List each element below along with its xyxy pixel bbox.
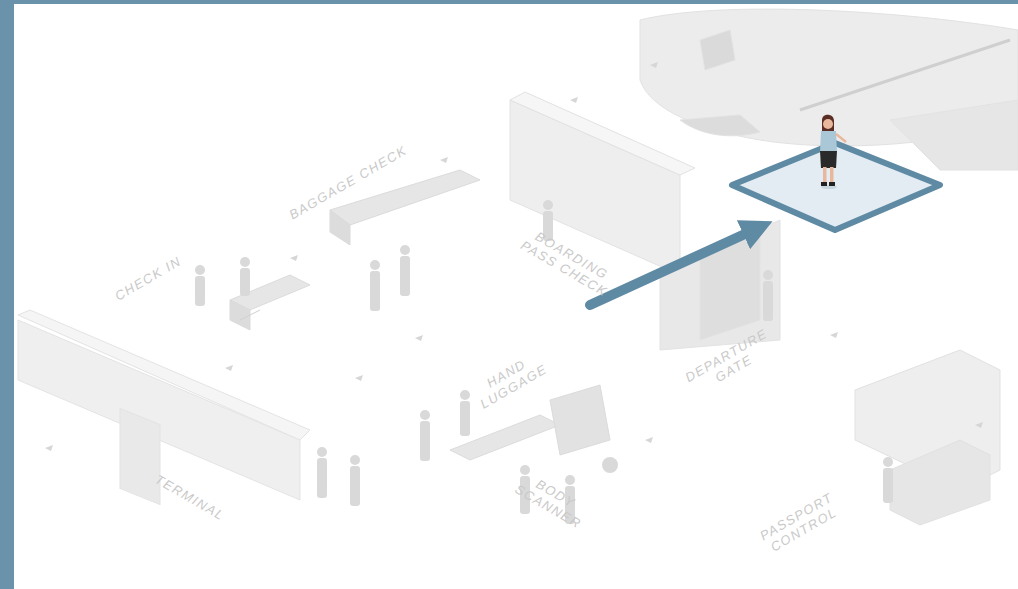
- pointer-arrow: [590, 228, 758, 305]
- passport-booth: [855, 350, 1000, 525]
- area-label: CHECK IN: [97, 244, 200, 312]
- area-label: BOARDING PASS CHECK: [517, 224, 619, 300]
- area-label: BODY SCANNER: [506, 465, 599, 536]
- frame-bar: [0, 0, 1018, 4]
- people: [195, 200, 893, 524]
- traveller-figure: [820, 115, 846, 189]
- area-label: HAND LUGGAGE: [464, 345, 557, 416]
- frame-bar: [0, 0, 14, 589]
- highlight-square: [732, 143, 940, 230]
- area-label: BAGGAGE CHECK: [271, 133, 426, 231]
- gate-wall: [510, 92, 780, 350]
- area-label: TERMINAL: [121, 453, 258, 541]
- airplane: [640, 9, 1018, 170]
- area-label: PASSPORT CONTROL: [749, 485, 851, 561]
- area-label: DEPARTURE GATE: [679, 324, 781, 400]
- direction-mark: [45, 62, 983, 451]
